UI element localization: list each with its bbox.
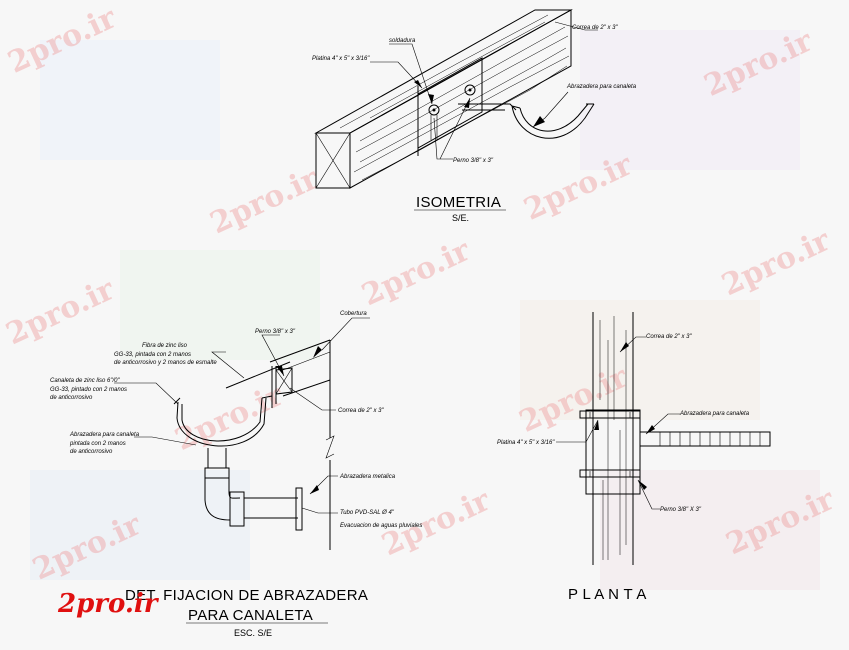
gutter-clamp-isometric xyxy=(458,103,595,139)
label-abraz-metalica: Abrazadera metalica xyxy=(339,474,396,480)
brand-logo: 2pro.ir xyxy=(57,589,160,619)
plate-plan xyxy=(579,409,641,495)
label-abraz-1: Abrazadera para canaleta xyxy=(69,432,140,438)
label-abraz-3: de anticorrosivo xyxy=(70,449,113,455)
label-perno: Perno 3/8" x 3" xyxy=(255,329,296,335)
label-correa: Correa de 2" x 3" xyxy=(646,334,692,340)
label-fibra-3: de anticorrosivo y 2 manos de esmalte xyxy=(114,360,217,366)
label-soldadura: soldadura xyxy=(389,38,416,44)
downpipe xyxy=(204,467,303,531)
label-canaleta-3: de anticorrosivo xyxy=(50,395,93,401)
label-perno: Perno 3/8" x 3" xyxy=(453,158,494,164)
clamp-plan xyxy=(639,431,771,447)
label-correa: Correa de 2" x 3" xyxy=(338,408,384,414)
label-fibra-2: GG-33, pintada con 2 manos xyxy=(114,352,191,358)
beam-isometric xyxy=(314,9,573,189)
label-fibra-1: Fibra de zinc liso xyxy=(142,343,188,349)
detalle-title-line2: PARA CANALETA xyxy=(188,607,313,624)
beam-plan xyxy=(592,312,634,565)
label-tubo: Tubo PVD-SAL Ø 4" xyxy=(340,510,395,516)
planta-leaders xyxy=(556,336,680,510)
planta-view: Correa de 2" x 3" Abrazadera para canale… xyxy=(497,312,771,603)
detalle-leaders xyxy=(114,317,370,514)
planta-title: P L A N T A xyxy=(568,586,647,603)
label-canaleta-1: Canaleta de zinc liso 6"/0" xyxy=(50,378,121,384)
label-platina: Platina 4" x 5" x 3/16" xyxy=(497,440,555,446)
detalle-title-line1: DET. FIJACION DE ABRAZADERA xyxy=(125,587,368,604)
gutter-section xyxy=(173,395,273,469)
isometria-view: soldadura Platina 4" x 5" x 3/16" Correa… xyxy=(312,9,637,223)
label-correa: Correa de 2" x 3" xyxy=(572,25,618,31)
detalle-view: Cobertura Perno 3/8" x 3" Fibra de zinc … xyxy=(50,311,422,638)
label-abraz-2: pintada con 2 manos xyxy=(69,441,126,447)
isometria-leaders xyxy=(370,21,598,160)
label-abrazadera: Abrazadera para canaleta xyxy=(566,84,637,90)
label-abrazadera: Abrazadera para canaleta xyxy=(679,411,750,417)
eave-structure xyxy=(225,339,335,550)
label-cobertura: Cobertura xyxy=(340,311,367,317)
label-evacuacion: Evacuacion de aguas pluviales xyxy=(340,523,422,529)
plate-isometric xyxy=(417,57,483,156)
isometria-title: ISOMETRIA xyxy=(416,194,501,211)
label-canaleta-2: GG-33, pintado con 2 manos xyxy=(50,387,127,393)
label-platina: Platina 4" x 5" x 3/16" xyxy=(312,56,370,62)
label-perno: Perno 3/8" X 3" xyxy=(660,507,702,513)
isometria-scale: S/E. xyxy=(452,213,469,223)
detalle-scale: ESC. S/E xyxy=(234,628,272,638)
